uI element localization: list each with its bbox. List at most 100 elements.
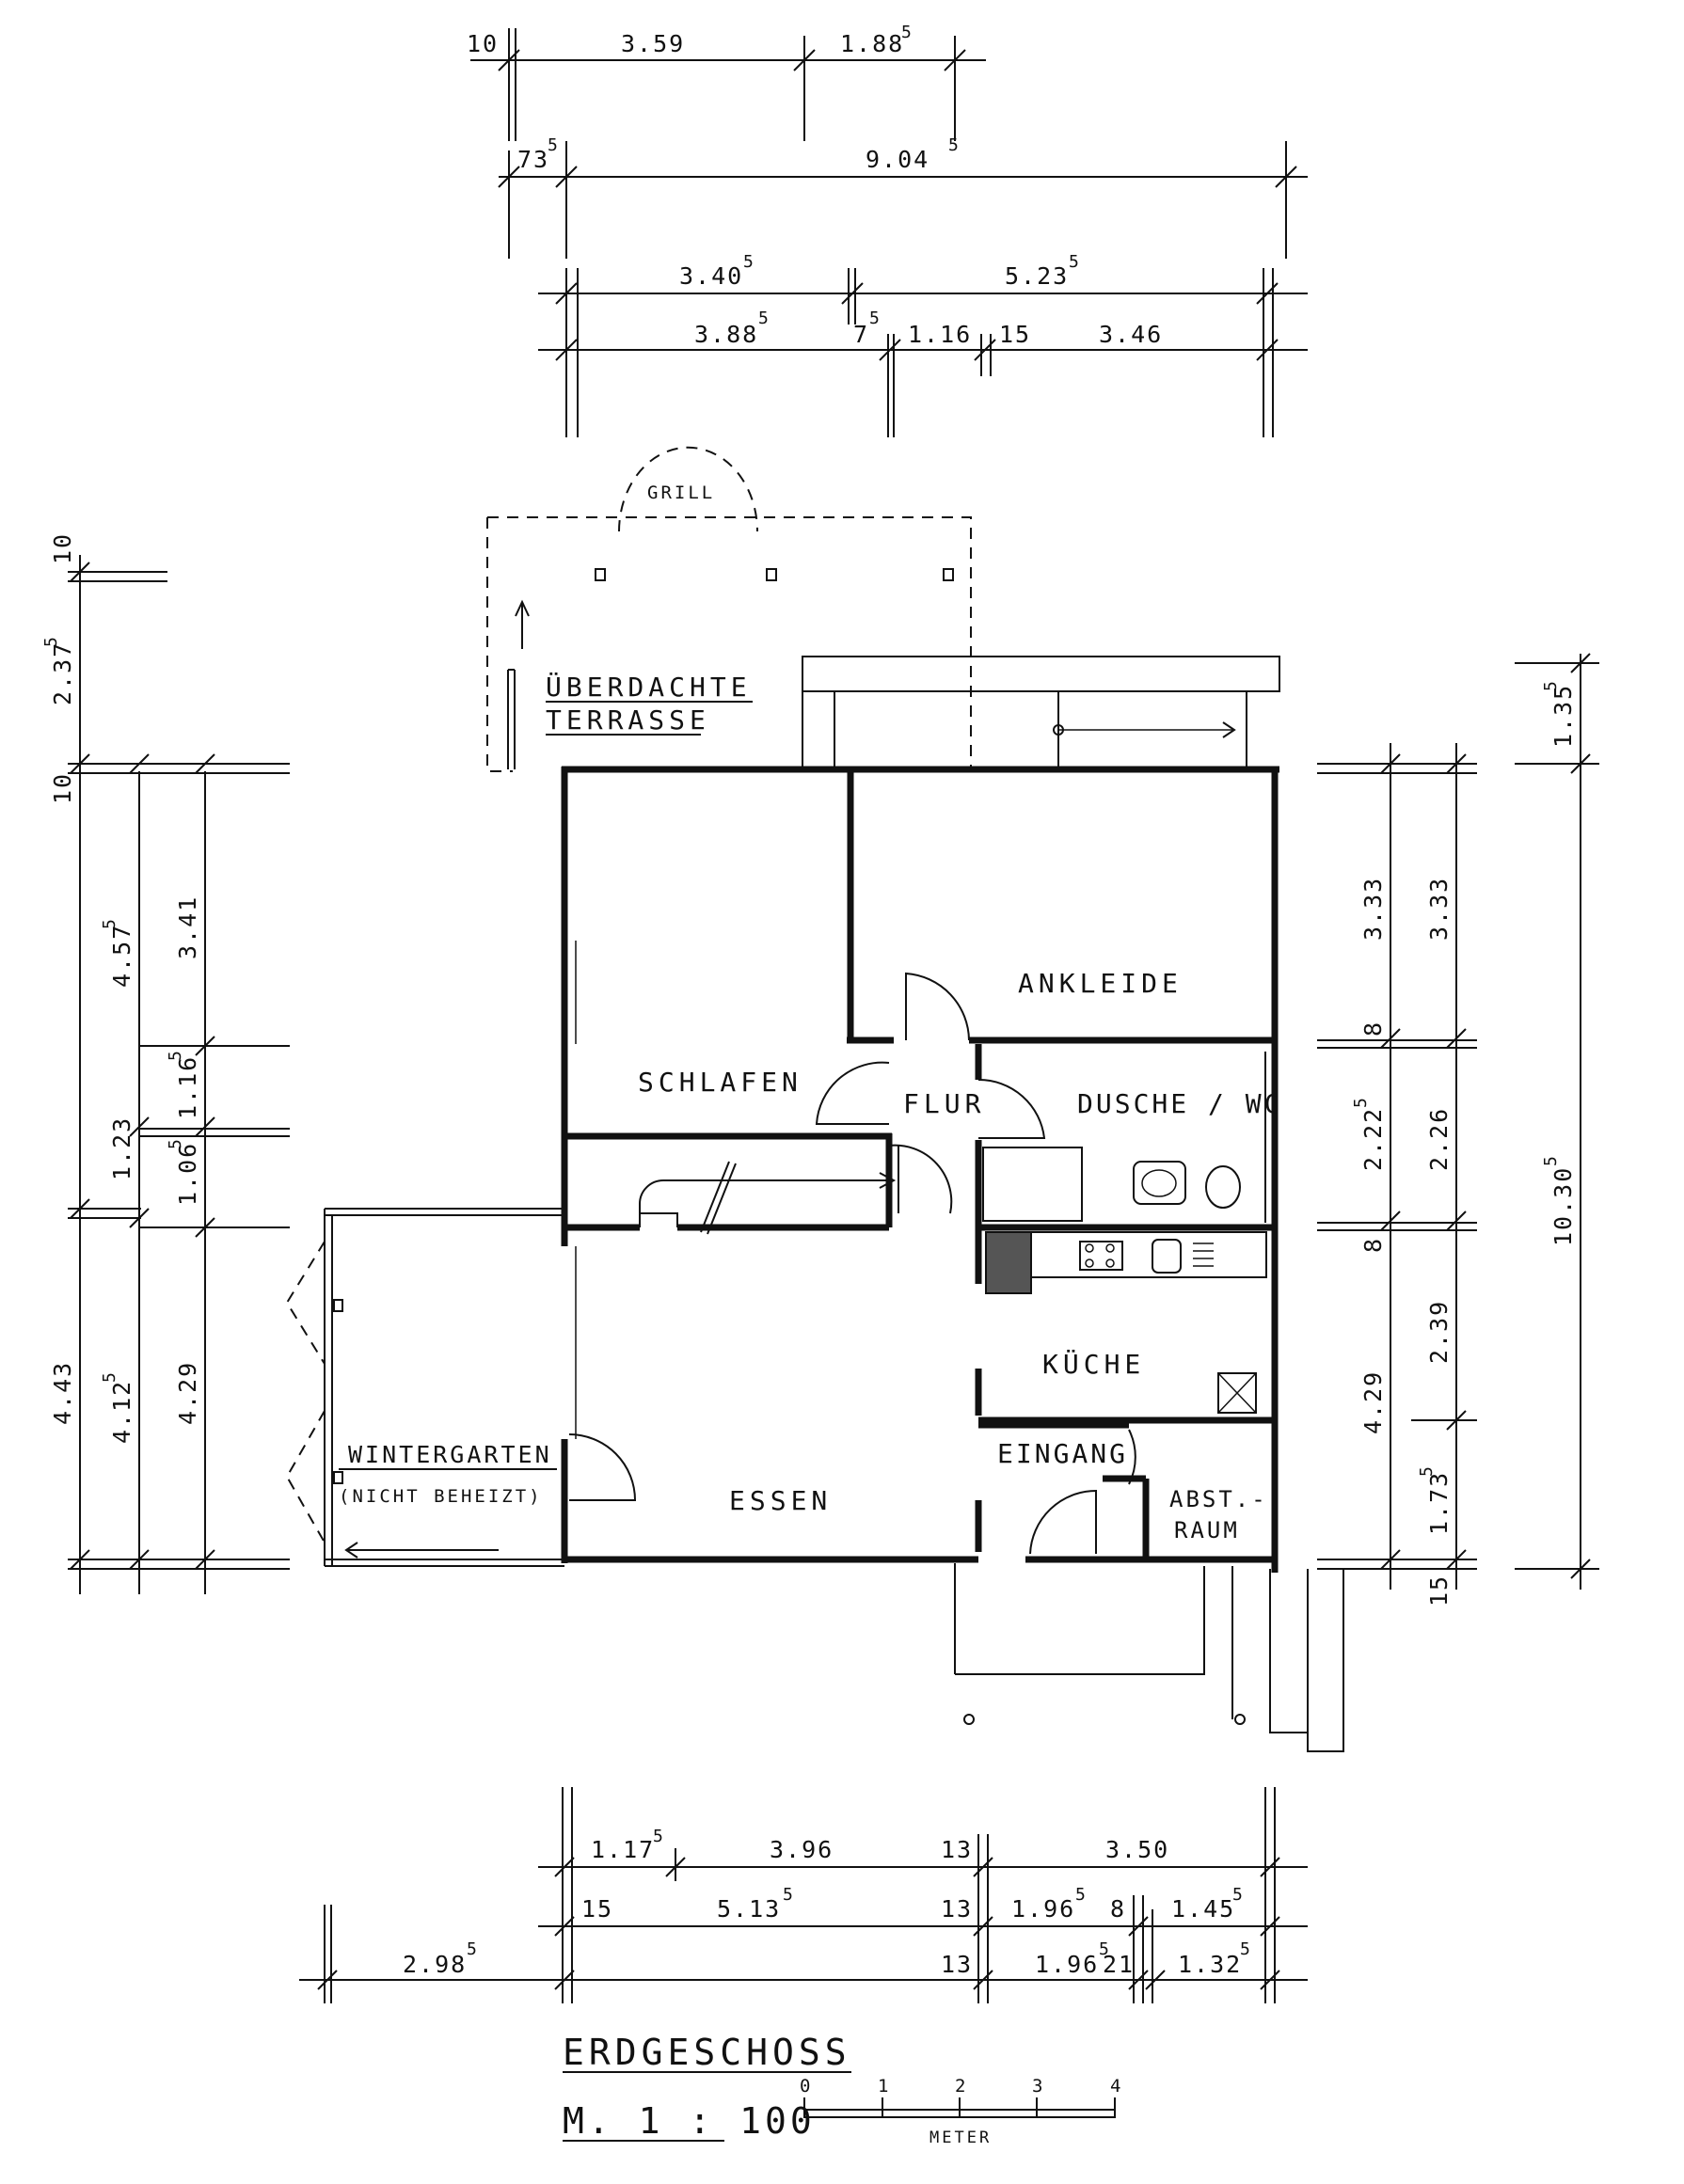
- dim-sup: 5: [758, 309, 769, 328]
- scalebar-tick-3: 3: [1032, 2076, 1045, 2097]
- closet-rail: [639, 1161, 897, 1235]
- dim-right-2-22: 2.22: [1359, 1107, 1387, 1171]
- dim-bottom-5-13: 5.13: [717, 1895, 781, 1923]
- dim-bottom-21: 21: [1103, 1951, 1135, 1978]
- dim-top-3-46: 3.46: [1099, 321, 1163, 348]
- dim-left-1-16: 1.16: [174, 1055, 201, 1119]
- dim-bottom-2-98: 2.98: [403, 1951, 467, 1978]
- dim-bottom-1-96b: 1.96: [1035, 1951, 1099, 1978]
- dim-sup: 5: [1099, 1939, 1109, 1959]
- drawing-title: ERDGESCHOSS: [563, 2032, 851, 2073]
- dim-top-9-04: 9.04: [866, 146, 929, 173]
- label-nicht-beheizt: (NICHT BEHEIZT): [339, 1486, 543, 1507]
- scalebar-unit: METER: [929, 2129, 992, 2147]
- dim-bottom-1-17: 1.17: [591, 1836, 655, 1863]
- dim-sup: 5: [1417, 1466, 1437, 1477]
- right-dimensions: 3.33 8 2.22 5 8 4.29 3.33 2.26 2.39 1.73…: [1317, 653, 1599, 1606]
- dim-bottom-3-50: 3.50: [1105, 1836, 1169, 1863]
- dim-bottom-1-45: 1.45: [1171, 1895, 1235, 1923]
- doors: [568, 972, 1136, 1555]
- dim-sup: 5: [166, 1139, 185, 1149]
- dim-right-4-29: 4.29: [1359, 1370, 1387, 1434]
- dim-bottom-13c: 13: [941, 1951, 973, 1978]
- label-schlafen: SCHLAFEN: [638, 1067, 802, 1098]
- dim-sup: 5: [1232, 1885, 1243, 1905]
- dim-bottom-1-32: 1.32: [1178, 1951, 1242, 1978]
- dim-bottom-13b: 13: [941, 1895, 973, 1923]
- dim-top-3-88: 3.88: [694, 321, 758, 348]
- dim-right-10-30: 10.30: [1549, 1166, 1577, 1246]
- dim-right-3-33a: 3.33: [1359, 877, 1387, 941]
- dim-bottom-13a: 13: [941, 1836, 973, 1863]
- left-dimensions: 10 2.37 5 10 4.43 4.57 5 1.23 4.12 5 3.4…: [41, 532, 290, 1594]
- label-grill: GRILL: [647, 483, 715, 503]
- dim-left-1-06: 1.06: [174, 1142, 201, 1206]
- dim-top-10: 10: [467, 30, 499, 57]
- covered-terrace: GRILL ÜBERDACHTE TERRASSE: [486, 446, 972, 772]
- dim-bottom-3-96: 3.96: [770, 1836, 834, 1863]
- scalebar-tick-0: 0: [800, 2076, 813, 2097]
- dim-sup: 5: [901, 23, 912, 42]
- label-abst-1: ABST.-: [1169, 1486, 1268, 1512]
- dim-left-4-43: 4.43: [49, 1361, 76, 1425]
- dim-sup: 5: [1541, 681, 1561, 691]
- drawing-scale: M. 1 : 100: [563, 2100, 816, 2142]
- bathroom-fixtures: [982, 1052, 1266, 1223]
- dim-top-7: 7: [853, 321, 869, 348]
- dim-bottom-8: 8: [1110, 1895, 1126, 1923]
- dim-sup: 5: [100, 1372, 119, 1383]
- dim-left-10a: 10: [49, 532, 76, 564]
- dim-bottom-15: 15: [581, 1895, 613, 1923]
- wintergarten: WINTERGARTEN (NICHT BEHEIZT): [285, 1208, 564, 1567]
- dim-sup: 5: [743, 252, 754, 272]
- dim-sup: 5: [1240, 1939, 1250, 1959]
- dim-bottom-1-96a: 1.96: [1011, 1895, 1075, 1923]
- room-labels: ANKLEIDE SCHLAFEN FLUR DUSCHE / WC KÜCHE…: [638, 968, 1282, 1543]
- dim-right-2-26: 2.26: [1425, 1107, 1453, 1171]
- dim-sup: 5: [948, 135, 959, 155]
- dim-sup: 5: [41, 637, 61, 647]
- scalebar-tick-4: 4: [1110, 2076, 1123, 2097]
- dim-top-73: 73: [517, 146, 549, 173]
- dim-left-10b: 10: [49, 772, 76, 804]
- bottom-dimensions: 1.17 5 3.96 13 3.50 15 5.13 5 13 1.96 5 …: [299, 1787, 1308, 2003]
- dim-left-2-37: 2.37: [49, 641, 76, 705]
- dim-sup: 5: [869, 309, 880, 328]
- label-eingang: EINGANG: [997, 1438, 1128, 1469]
- label-terrace-1: ÜBERDACHTE: [546, 671, 752, 703]
- label-flur: FLUR: [903, 1088, 985, 1119]
- pergola: [802, 656, 1280, 769]
- dim-sup: 5: [467, 1939, 477, 1959]
- dim-sup: 5: [1075, 1885, 1086, 1905]
- building-walls: [561, 766, 1279, 1573]
- dim-sup: 5: [1351, 1098, 1371, 1108]
- dim-top-3-40: 3.40: [679, 262, 743, 290]
- top-dimensions: 10 3.59 1.88 5 73 5 9.04 5 3.40 5 5.23 5…: [467, 23, 1308, 437]
- kitchen-counter: [985, 1231, 1267, 1414]
- label-terrace-2: TERRASSE: [546, 704, 710, 736]
- dim-top-15: 15: [999, 321, 1031, 348]
- dim-left-4-29: 4.29: [174, 1361, 201, 1425]
- dim-top-1-16: 1.16: [908, 321, 972, 348]
- label-abst-2: RAUM: [1174, 1517, 1240, 1543]
- dim-sup: 5: [166, 1051, 185, 1061]
- dim-left-4-57: 4.57: [108, 924, 135, 988]
- dim-sup: 5: [653, 1827, 663, 1846]
- dim-right-3-33b: 3.33: [1425, 877, 1453, 941]
- label-ankleide: ANKLEIDE: [1018, 968, 1183, 999]
- dim-sup: 5: [783, 1885, 793, 1905]
- dim-left-3-41: 3.41: [174, 895, 201, 959]
- dim-right-2-39: 2.39: [1425, 1300, 1453, 1364]
- dim-right-8a: 8: [1359, 1021, 1387, 1037]
- dim-sup: 5: [1069, 252, 1079, 272]
- dim-right-1-73: 1.73: [1425, 1471, 1453, 1535]
- label-dusche: DUSCHE / WC: [1077, 1088, 1282, 1119]
- dim-sup: 5: [548, 135, 558, 155]
- dim-left-4-12: 4.12: [108, 1380, 135, 1444]
- title-block: ERDGESCHOSS M. 1 : 100 0 1 2 3 4 METER: [563, 2032, 1123, 2147]
- dim-sup: 5: [100, 919, 119, 929]
- label-essen: ESSEN: [729, 1485, 832, 1516]
- dim-top-3-59: 3.59: [621, 30, 685, 57]
- scalebar-tick-2: 2: [955, 2076, 968, 2097]
